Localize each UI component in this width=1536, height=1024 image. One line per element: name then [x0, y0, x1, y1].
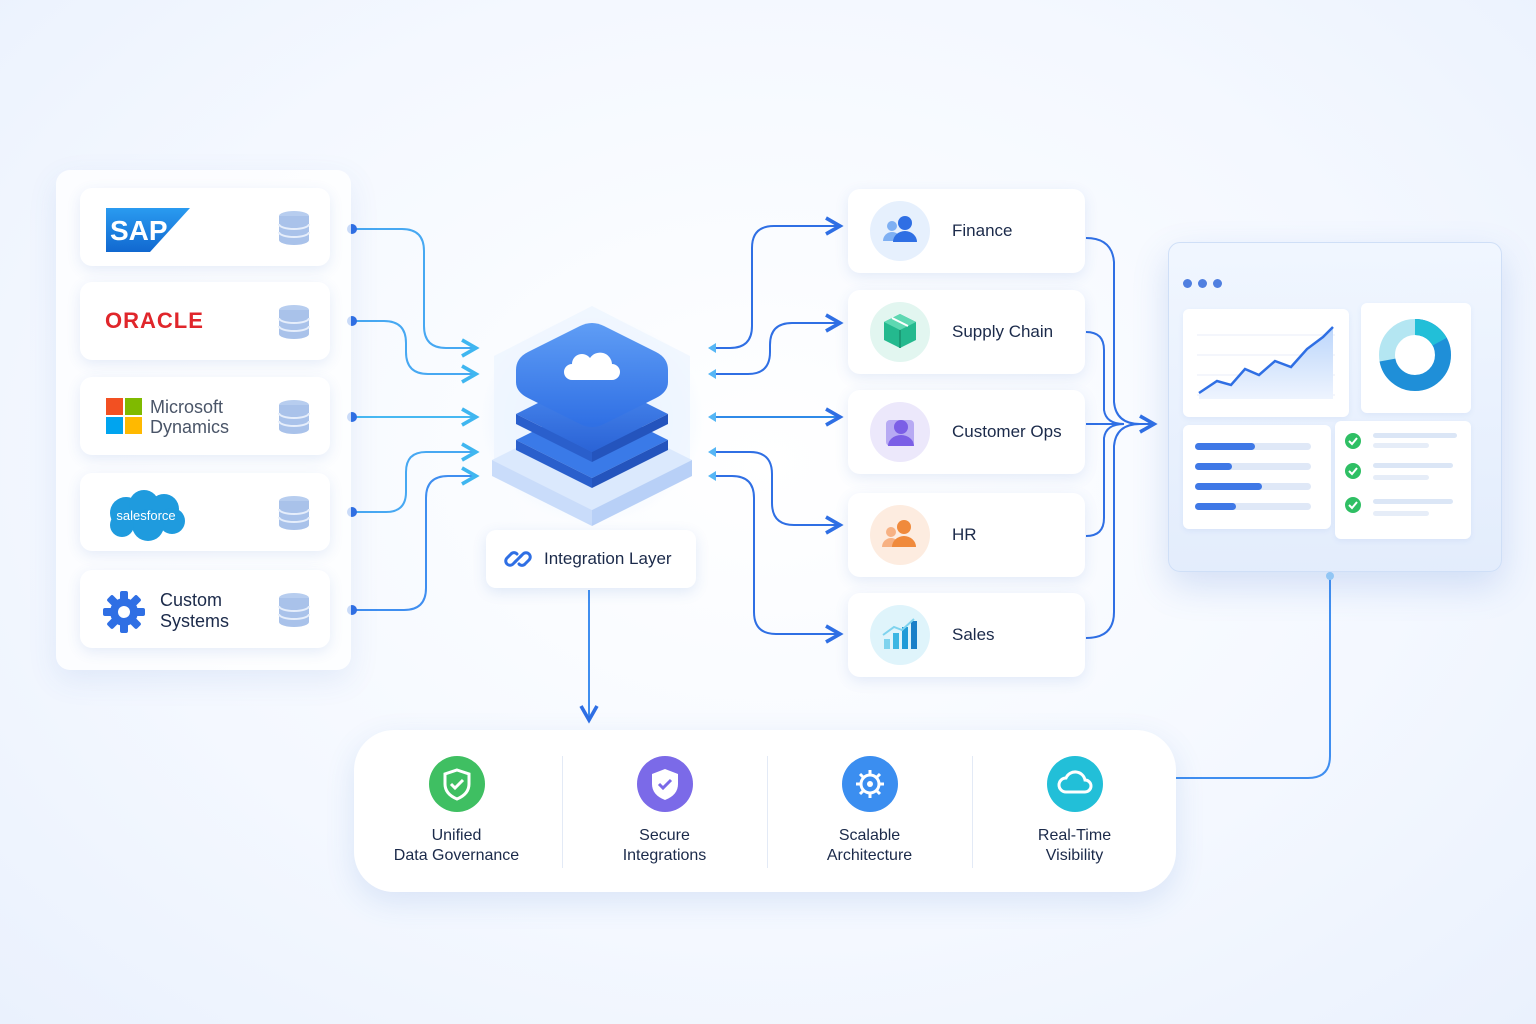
line-chart-icon	[1197, 326, 1335, 399]
sap-logo-text: SAP	[110, 215, 168, 246]
integration-layer-text: Integration Layer	[544, 549, 672, 568]
feature-text: Unified Data Governance	[354, 826, 559, 866]
custom-systems-label: Custom Systems	[160, 590, 229, 632]
connector-sales	[712, 475, 844, 644]
microsoft-logo-icon	[106, 398, 142, 434]
window-dot-icon[interactable]	[1198, 279, 1207, 288]
progress-bar-track	[1195, 463, 1311, 470]
progress-bar-fill	[1195, 483, 1262, 490]
users-icon	[870, 201, 930, 261]
database-icon	[278, 400, 310, 434]
cloud-icon	[564, 352, 620, 380]
source-card-custom-systems[interactable]: Custom Systems	[80, 570, 330, 648]
dept-label-hr: HR	[952, 525, 977, 544]
source-card-oracle[interactable]: ORACLE	[80, 282, 330, 360]
dept-label-finance: Finance	[952, 221, 1013, 240]
dept-card-finance[interactable]: Finance	[848, 189, 1085, 273]
feature-unified-governance[interactable]: Unified Data Governance	[354, 730, 559, 892]
integration-hub	[480, 306, 704, 526]
progress-bar-track	[1195, 503, 1311, 510]
box-icon	[870, 302, 930, 362]
bar-chart-icon	[870, 605, 930, 665]
line-chart-tile	[1183, 309, 1349, 417]
feature-realtime-visibility[interactable]: Real-Time Visibility	[972, 730, 1177, 892]
checklist-icon	[1345, 433, 1457, 516]
users-icon	[870, 505, 930, 565]
feature-line2: Integrations	[622, 847, 707, 864]
feature-line1: Real-Time	[1037, 827, 1112, 844]
progress-bar-fill	[1195, 503, 1236, 510]
connector-salesforce	[352, 442, 480, 513]
salesforce-logo-text: salesforce	[116, 508, 175, 523]
custom-line1: Custom	[160, 590, 223, 610]
database-icon	[278, 496, 310, 530]
progress-bar-track	[1195, 443, 1311, 450]
progress-bar-fill	[1195, 443, 1255, 450]
dept-card-customer-ops[interactable]: Customer Ops	[848, 390, 1085, 474]
connector-oracle	[352, 320, 480, 384]
progress-bar-track	[1195, 483, 1311, 490]
dashboard-window[interactable]	[1168, 242, 1502, 572]
custom-line2: Systems	[160, 611, 230, 631]
shield-check-icon	[637, 756, 693, 812]
feature-line1: Secure	[639, 827, 690, 844]
donut-chart-tile	[1361, 303, 1471, 413]
feature-scalable-architecture[interactable]: Scalable Architecture	[767, 730, 972, 892]
feature-text: Secure Integrations	[562, 826, 767, 866]
divider	[562, 756, 563, 868]
dept-label-sales: Sales	[952, 625, 995, 644]
ms-line2: Dynamics	[150, 417, 230, 437]
dept-card-sales[interactable]: Sales	[848, 593, 1085, 677]
window-dot-icon[interactable]	[1183, 279, 1192, 288]
source-card-microsoft-dynamics[interactable]: Microsoft Dynamics	[80, 377, 330, 455]
connector-supply	[712, 313, 844, 375]
checklist-tile	[1335, 421, 1471, 539]
features-panel: Unified Data Governance Secure Integrati…	[354, 730, 1176, 892]
shield-check-icon	[429, 756, 485, 812]
database-icon	[278, 593, 310, 627]
source-card-salesforce[interactable]: salesforce	[80, 473, 330, 551]
dept-label-customer-ops: Customer Ops	[952, 422, 1062, 441]
link-icon	[504, 551, 532, 567]
gear-icon	[103, 591, 145, 633]
gear-icon	[842, 756, 898, 812]
divider	[972, 756, 973, 868]
salesforce-logo-icon: salesforce	[110, 490, 185, 541]
window-dot-icon[interactable]	[1213, 279, 1222, 288]
feature-line2: Architecture	[826, 847, 913, 864]
connector-hr	[712, 451, 844, 535]
connector-sap	[352, 228, 480, 358]
connector-custom	[352, 466, 480, 611]
dept-label-supply-chain: Supply Chain	[952, 322, 1054, 341]
microsoft-dynamics-label: Microsoft Dynamics	[150, 397, 229, 437]
feature-line2: Data Governance	[393, 847, 520, 864]
person-icon	[870, 402, 930, 462]
sap-logo-icon: SAP	[106, 208, 190, 252]
integration-layer-label[interactable]: Integration Layer	[486, 530, 696, 588]
connector-finance	[712, 216, 844, 349]
progress-bar-fill	[1195, 463, 1232, 470]
oracle-logo-text: ORACLE	[105, 308, 204, 333]
feature-secure-integrations[interactable]: Secure Integrations	[562, 730, 767, 892]
divider	[767, 756, 768, 868]
feature-line1: Unified	[431, 827, 482, 844]
dept-card-supply-chain[interactable]: Supply Chain	[848, 290, 1085, 374]
cloud-icon	[1047, 756, 1103, 812]
feature-text: Scalable Architecture	[767, 826, 972, 866]
source-card-sap[interactable]: SAP	[80, 188, 330, 266]
progress-bars-tile	[1183, 425, 1331, 529]
feature-text: Real-Time Visibility	[972, 826, 1177, 866]
database-icon	[278, 305, 310, 339]
dept-card-hr[interactable]: HR	[848, 493, 1085, 577]
feature-line1: Scalable	[838, 827, 901, 844]
database-icon	[278, 211, 310, 245]
feature-line2: Visibility	[1045, 847, 1104, 864]
donut-chart-icon	[1379, 319, 1451, 391]
ms-line1: Microsoft	[150, 397, 224, 417]
